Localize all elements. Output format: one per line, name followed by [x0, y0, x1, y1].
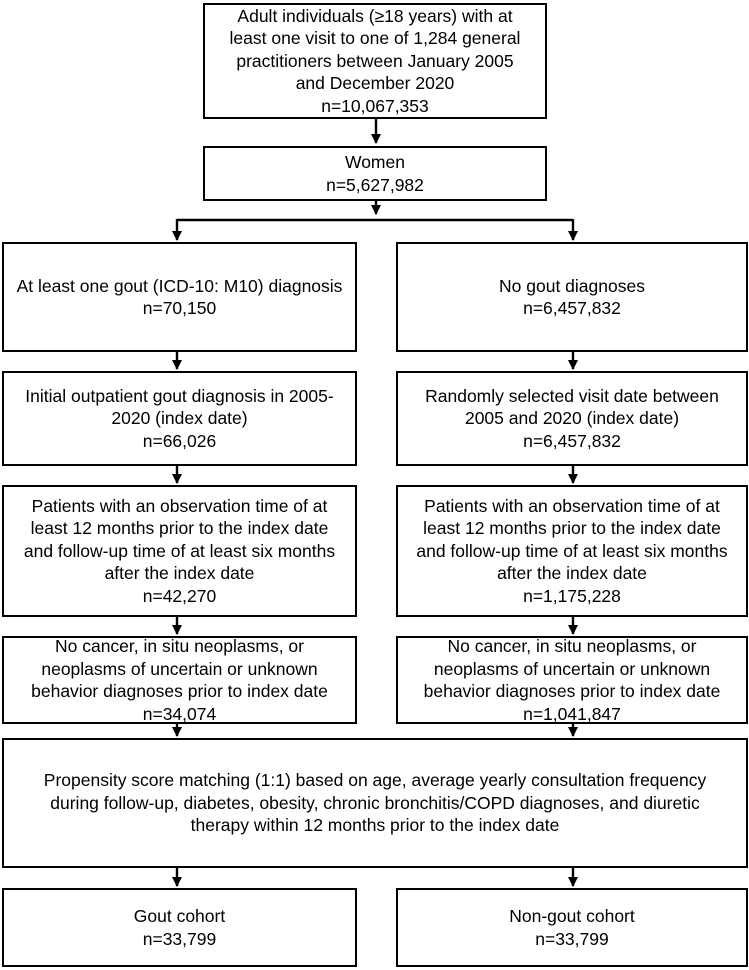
- box-no-gout-observation-count: n=1,175,228: [523, 585, 621, 606]
- box-gout-cohort-count: n=33,799: [142, 928, 217, 949]
- box-gout-cohort-line-1: Gout cohort: [133, 906, 226, 926]
- box-no-gout-diagnosis-count: n=6,457,832: [523, 298, 621, 318]
- box-no-gout-index-date: Randomly selected visit date between 200…: [396, 371, 748, 466]
- box-women: Women n=5,627,982: [203, 146, 547, 201]
- box-gout-index-date: Initial outpatient gout diagnosis in 200…: [2, 371, 357, 466]
- box-gout-observation-time: Patients with an observation time of at …: [2, 485, 357, 617]
- box-non-gout-cohort-count: n=33,799: [535, 928, 609, 949]
- box-women-count: n=5,627,982: [326, 174, 424, 195]
- box-gout-no-cancer-line-1: No cancer, in situ neoplasms, or: [54, 636, 304, 656]
- box-no-gout-no-cancer: No cancer, in situ neoplasms, or neoplas…: [396, 636, 748, 724]
- box-gout-cohort: Gout cohort n=33,799: [2, 888, 357, 967]
- box-eligible-line-4: and December 2020: [295, 73, 455, 94]
- box-gout-diagnosis-line-1: At least one gout (ICD-10: M10) diagnosi…: [16, 275, 343, 296]
- box-gout-observation-line-4: after the index date: [104, 563, 255, 584]
- box-gout-observation-line-1: Patients with an observation time of at: [31, 495, 328, 516]
- box-matching-line-1: Propensity score matching (1:1) based on…: [43, 770, 707, 791]
- box-gout-no-cancer-line-3: behavior diagnoses prior to index date: [31, 681, 328, 701]
- box-gout-observation-line-3: and follow-up time of at least six month…: [23, 540, 336, 561]
- box-eligible-count: n=10,067,353: [321, 95, 429, 116]
- box-no-gout-index-line-2: 2005 and 2020 (index date): [464, 408, 680, 429]
- box-non-gout-cohort: Non-gout cohort n=33,799: [396, 888, 748, 967]
- box-gout-diagnosis: At least one gout (ICD-10: M10) diagnosi…: [2, 242, 357, 352]
- box-matching-line-3: therapy within 12 months prior to the in…: [190, 815, 560, 836]
- box-eligible-line-2: least one visit to one of 1,284 general: [229, 28, 521, 49]
- box-non-gout-cohort-line-1: Non-gout cohort: [509, 906, 635, 926]
- box-no-gout-diagnosis: No gout diagnoses n=6,457,832: [396, 242, 748, 352]
- box-gout-observation-count: n=42,270: [142, 585, 217, 606]
- box-gout-no-cancer-count: n=34,074: [142, 703, 217, 724]
- box-gout-observation-line-2: least 12 months prior to the index date: [30, 518, 329, 539]
- box-no-gout-index-line-1: Randomly selected visit date between: [425, 385, 719, 406]
- box-gout-index-line-2: 2020 (index date): [111, 408, 248, 429]
- box-no-gout-observation-line-4: after the index date: [497, 563, 647, 584]
- box-no-gout-index-count: n=6,457,832: [523, 430, 621, 451]
- box-eligible-line-3: practitioners between January 2005: [236, 50, 514, 71]
- box-no-gout-no-cancer-line-3: behavior diagnoses prior to index date: [423, 681, 721, 701]
- box-no-gout-diagnosis-line-1: No gout diagnoses: [499, 275, 645, 296]
- box-no-gout-observation-line-2: least 12 months prior to the index date: [423, 518, 721, 539]
- box-eligible-line-1: Adult individuals (≥18 years) with at: [237, 5, 513, 26]
- box-no-gout-no-cancer-line-2: neoplasms of uncertain or unknown: [433, 658, 711, 679]
- box-gout-no-cancer: No cancer, in situ neoplasms, or neoplas…: [2, 636, 357, 724]
- box-gout-diagnosis-count: n=70,150: [142, 298, 217, 318]
- box-propensity-matching: Propensity score matching (1:1) based on…: [2, 738, 748, 868]
- box-women-line-1: Women: [345, 152, 405, 172]
- box-no-gout-observation-time: Patients with an observation time of at …: [396, 485, 748, 617]
- box-no-gout-observation-line-1: Patients with an observation time of at: [424, 495, 720, 516]
- box-eligible-individuals: Adult individuals (≥18 years) with at le…: [203, 3, 547, 119]
- box-no-gout-no-cancer-line-1: No cancer, in situ neoplasms, or: [447, 636, 697, 656]
- box-gout-index-count: n=66,026: [142, 430, 217, 451]
- box-matching-line-2: during follow-up, diabetes, obesity, chr…: [50, 792, 700, 813]
- box-gout-no-cancer-line-2: neoplasms of uncertain or unknown: [41, 658, 318, 679]
- box-gout-index-line-1: Initial outpatient gout diagnosis in 200…: [25, 385, 334, 406]
- box-no-gout-observation-line-3: and follow-up time of at least six month…: [416, 540, 728, 561]
- box-no-gout-no-cancer-count: n=1,041,847: [523, 703, 621, 724]
